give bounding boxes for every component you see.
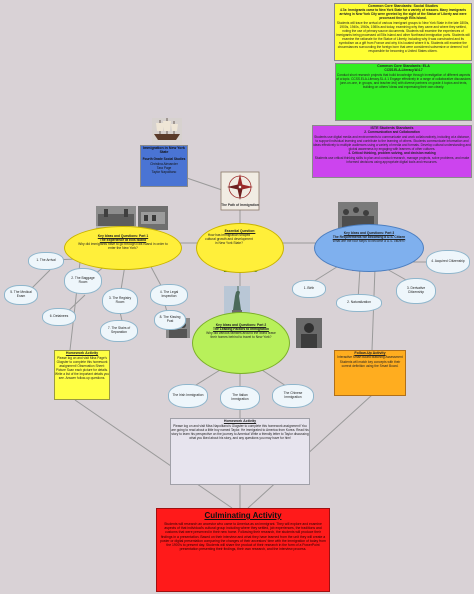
step-label: 6. Detainees [49, 314, 69, 319]
step-cloud: 4. Acquired Citizenship [426, 250, 470, 274]
statue-of-liberty-icon [224, 286, 250, 316]
step-label: 2. The Baggage Room [71, 276, 95, 284]
compass-icon [220, 171, 260, 211]
unit-title-card: Immigration in New York State Fourth Gra… [140, 145, 188, 187]
standards-subtitle: 2. Communication and Collaboration [364, 130, 420, 135]
step-cloud: 2. Naturalization [336, 294, 382, 312]
connector [74, 399, 233, 509]
step-label: 1. Birth [303, 286, 315, 291]
part3-subtitle: The Requirements for becoming a U.S. Cit… [332, 235, 406, 239]
step-label: 5. The Medical Exam [10, 290, 32, 298]
homework-title: Homework Activity [223, 419, 257, 423]
step-cloud: The Irish Immigration [168, 384, 208, 408]
standards-title: ISTE Students Standards [370, 126, 414, 130]
author-name: Taylor Napolitano [151, 169, 177, 174]
step-label: 8. The Kissing Post [159, 315, 181, 323]
standards-subtitle: 4.7a: Immigrants came to New York State … [339, 8, 467, 21]
followup-subtitle: Interactive Smart Board Matching Assessm… [337, 355, 403, 360]
step-cloud: 1. The Arrival [28, 252, 64, 270]
part3-title: Key Ideas and Questions: Part 3 [343, 231, 395, 235]
step-cloud: 5. The Medical Exam [4, 285, 38, 305]
course-name: Fourth Grade Social Studies [142, 156, 186, 161]
step-cloud: The Italian Immigration [220, 386, 260, 410]
homework-activity-box: Homework Activity Please log on and visi… [170, 418, 310, 485]
homework-title: Homework Activity [65, 351, 99, 355]
ela-standards-box: Common Core Standards: ELA CCSS.ELA-Lite… [335, 63, 472, 121]
part2-question: Why did various families around the worl… [206, 331, 276, 339]
part1-oval: Key Ideas and Questions: Part 1 The Expe… [64, 226, 182, 270]
author-name: Tara Page [156, 165, 172, 170]
step-cloud: 7. The Stairs of Separation [100, 320, 138, 342]
standards-body: Conduct short research projects that bui… [336, 73, 471, 90]
essential-question-text: How has immigration shaped cultural grow… [205, 233, 253, 245]
step-cloud: 3. Derivative Citizenship [396, 278, 436, 304]
immigrant-portrait-photo [296, 318, 322, 348]
step-label: 7. The Stairs of Separation [107, 326, 131, 334]
culminating-body: Students will research an ancestor who c… [160, 522, 326, 552]
step-cloud: 8. The Kissing Post [154, 310, 186, 330]
step-cloud: 3. The Registry Room [102, 288, 138, 314]
standards-subtitle-2: 4. Critical thinking, problem solving, a… [348, 151, 436, 156]
followup-activity-box: Follow-Up Activity Interactive Smart Boa… [334, 350, 406, 396]
step-label: 2. Naturalization [347, 300, 371, 305]
part1-subtitle: The Experience at Ellis Island [99, 238, 147, 242]
step-label: 3. The Registry Room [108, 296, 132, 304]
part3-question: What are the four steps to become a U.S.… [332, 239, 406, 243]
standards-title: Common Core Standards: ELA [377, 64, 430, 68]
homework-body: Please log on and visit Miss Page's Glog… [55, 356, 109, 381]
step-label: The Italian Immigration [231, 393, 249, 401]
culminating-activity-box: Culminating Activity Students will resea… [156, 508, 330, 592]
step-cloud: The Chinese Immigration [272, 384, 314, 408]
step-label: The Chinese Immigration [283, 391, 303, 399]
standards-body: Students will trace the arrival of vario… [336, 21, 470, 54]
followup-body: Students will match key concepts with th… [339, 360, 401, 369]
connector [247, 394, 373, 509]
part2-oval: Key Ideas and Questions: Part 2 The Lead… [192, 312, 290, 374]
ellis-island-photo-2 [138, 206, 168, 230]
step-label: 4. The Legal Inspection [159, 290, 179, 298]
homework-activity-box: Homework Activity Please log on and visi… [54, 350, 110, 400]
essential-question-title: Essential Question: [224, 229, 256, 233]
ship-icon [152, 118, 182, 144]
part1-title: Key Ideas and Questions: Part 1 [97, 234, 149, 238]
unit-title: Immigration in New York State [143, 146, 185, 155]
culminating-title: Culminating Activity [204, 511, 282, 520]
part3-oval: Key Ideas and Questions: Part 3 The Requ… [314, 224, 424, 272]
followup-title: Follow-Up Activity [354, 351, 386, 355]
part2-subtitle: The Leading Factors to Immigration [212, 327, 270, 331]
standards-title: Common Core Standards: Social Studies [367, 4, 439, 8]
step-cloud: 2. The Baggage Room [64, 268, 102, 294]
part1-question: Why did immigrants have to go through El… [78, 242, 168, 250]
author-name: Christina Alexander [150, 161, 178, 166]
step-label: 3. Derivative Citizenship [406, 286, 426, 294]
part2-title: Key Ideas and Questions: Part 2 [215, 323, 267, 327]
step-label: The Irish Immigration [172, 393, 204, 398]
essential-question-oval: Essential Question: How has immigration … [196, 223, 284, 273]
step-label: 1. The Arrival [36, 258, 56, 263]
social-studies-standards-box: Common Core Standards: Social Studies 4.… [334, 3, 472, 61]
compass-label: The Path of Immigration [221, 203, 259, 207]
iste-standards-box: ISTE Students Standards 2. Communication… [312, 125, 472, 178]
step-cloud: 6. Detainees [42, 308, 76, 326]
step-label: 4. Acquired Citizenship [431, 259, 465, 264]
standards-body-2: Students use critical thinking skills to… [314, 156, 470, 165]
standards-subtitle: CCSS.ELA-Literacy.W.4.7 [384, 68, 423, 73]
step-cloud: 4. The Legal Inspection [150, 284, 188, 306]
step-cloud: 1. Birth [292, 280, 326, 298]
homework-body: Please log on and visit Miss Napolitano'… [171, 424, 309, 441]
standards-body: Students use digital media and environme… [313, 135, 471, 152]
